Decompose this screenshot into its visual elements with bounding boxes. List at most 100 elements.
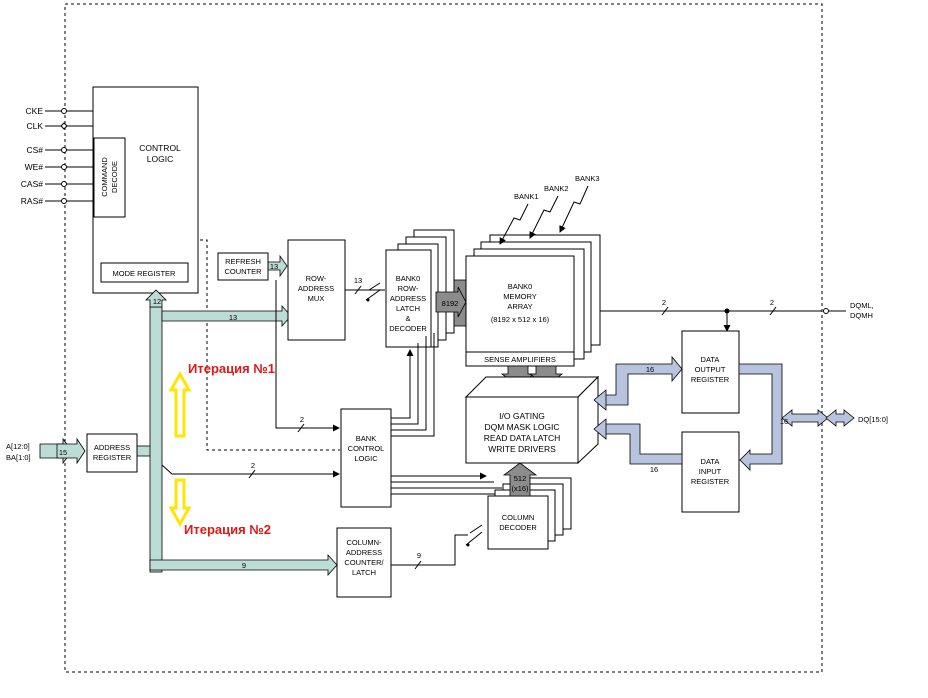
chip-boundary [64,3,823,673]
bus-width-8192-a: 8192 [442,299,459,308]
row-latch-decoder-block [385,249,432,348]
column-decoder-block [487,495,549,550]
bank-control-logic-block: BANK CONTROL LOGIC [340,408,392,508]
row-latch-label-4: LATCH [396,304,420,313]
io-gating-block: I/O GATING DQM MASK LOGIC READ DATA LATC… [464,375,600,465]
bus-width-2-dqm-b: 2 [770,298,774,307]
data-bus-blue [593,355,855,471]
clk-pin-label: CLK [26,121,43,131]
addr-a-pin-label: A[12:0] [6,442,30,451]
sense-amps-label: SENSE AMPLIFIERS [484,355,556,364]
dqmh-pin-label: DQMH [850,311,873,320]
row-latch-decoder-stack: BANK0 ROW- ADDRESS LATCH & DECODER [385,229,455,348]
bus-width-9-bus: 9 [242,561,246,570]
address-register-label-1: ADDRESS [94,443,130,452]
mode-register-block [100,262,189,283]
control-pins: CKE CLK CS# WE# CAS# RAS# [21,106,94,206]
row-latch-label-1: BANK0 [396,274,421,283]
bank-labels: BANK1 BANK2 BANK3 [499,174,600,245]
io-gating-label-3: READ DATA LATCH [484,433,561,443]
ras-pin-label: RAS# [21,196,43,206]
addr-ba-pin-label: BA[1:0] [6,453,31,462]
data-input-label-2: INPUT [699,467,722,476]
column-decoder-label-1: COLUMN [502,513,535,522]
bus-width-512: 512 [514,474,527,483]
row-latch-label-6: DECODER [389,324,427,333]
bank-select-wire-1 [275,280,340,432]
refresh-counter-block: REFRESH COUNTER [217,252,269,281]
command-decode-label-2: DECODE [110,161,119,193]
bus-width-16-out: 16 [646,365,654,374]
column-counter-label-4: LATCH [352,568,376,577]
memory-array-label-2: MEMORY [503,292,537,301]
row-latch-label-5: & [405,314,410,323]
bank-control-label-3: LOGIC [354,454,378,463]
bank-control-label-2: CONTROL [348,444,385,453]
cas-pin-label: CAS# [21,179,43,189]
bank-select-wire-2 [161,464,340,478]
bus-width-16-dq: 16 [780,417,788,426]
bank3-label: BANK3 [575,174,600,183]
iteration-2-label: Итерация №2 [184,522,271,537]
column-address-counter-block: COLUMN- ADDRESS COUNTER/ LATCH [336,527,392,598]
iteration-1-label: Итерация №1 [188,361,275,376]
row-mux-label-1: ROW- [306,274,327,283]
column-decoder-stack: COLUMN DECODER [487,477,572,550]
bank0-memory-array [465,255,575,353]
memory-array-label-3: ARRAY [507,302,532,311]
column-counter-label-1: COLUMN- [347,538,383,547]
column-counter-label-3: COUNTER/ [344,558,384,567]
cke-pin-label: CKE [26,106,44,116]
data-output-label-1: DATA [701,355,720,364]
row-address-mux-block: ROW- ADDRESS MUX [287,239,346,341]
control-logic-label-2: LOGIC [147,154,173,164]
bus-width-13-main: 13 [229,313,237,322]
column-decoder-to-io-bus [502,462,538,497]
cs-pin-label: CS# [26,145,43,155]
bus-width-2-bank-b: 2 [251,461,255,470]
data-input-label-1: DATA [701,457,720,466]
refresh-counter-label-1: REFRESH [225,257,261,266]
dqm-input: 2 2 DQML, DQMH [600,298,874,332]
bus-width-512-x16: (x16) [511,484,529,493]
address-register-block: ADDRESS REGISTER [86,433,138,473]
io-gating-label-4: WRITE DRIVERS [488,444,556,454]
data-output-register-block: DATA OUTPUT REGISTER [681,330,740,414]
up-arrow-icon [168,370,192,438]
row-mux-label-3: MUX [308,294,325,303]
address-bus-teal [39,254,338,577]
data-output-label-3: REGISTER [691,375,730,384]
row-latch-label-3: ADDRESS [390,294,426,303]
bus-width-13-mux: 13 [354,276,362,285]
io-gating-label-2: DQM MASK LOGIC [484,422,559,432]
bus-width-9-wire: 9 [417,551,421,560]
bank1-label: BANK1 [514,192,539,201]
bus-width-15: 15 [59,448,67,457]
command-decode-label-1: COMMAND [100,157,109,197]
iteration-annotations: Итерация №1 Итерация №2 [168,361,275,537]
bank2-label: BANK2 [544,184,569,193]
bus-width-12: 12 [153,297,161,306]
data-output-label-2: OUTPUT [695,365,726,374]
column-decoder-label-2: DECODER [499,523,537,532]
memory-array-label-1: BANK0 [508,282,533,291]
mode-register-label: MODE REGISTER [113,269,177,278]
control-logic-label-1: CONTROL [139,143,181,153]
bus-width-2-bank: 2 [300,415,304,424]
dq-pin-label: DQ[15:0] [858,415,888,424]
io-gating-label-1: I/O GATING [499,411,545,421]
dqml-pin-label: DQML, [850,301,874,310]
we-pin-label: WE# [25,162,44,172]
down-arrow-icon [168,478,192,528]
column-counter-label-2: ADDRESS [346,548,382,557]
row-latch-label-2: ROW- [398,284,419,293]
row-mux-label-2: ADDRESS [298,284,334,293]
memory-array-label-4: (8192 x 512 x 16) [491,315,550,324]
column-address-wire [391,534,468,566]
memory-array-stack: BANK0 MEMORY ARRAY (8192 x 512 x 16) SEN… [465,234,601,367]
data-input-label-3: REGISTER [691,477,730,486]
data-input-register-block: DATA INPUT REGISTER [681,431,740,513]
bank-control-label-1: BANK [356,434,376,443]
bus-width-2-dqm-a: 2 [662,298,666,307]
